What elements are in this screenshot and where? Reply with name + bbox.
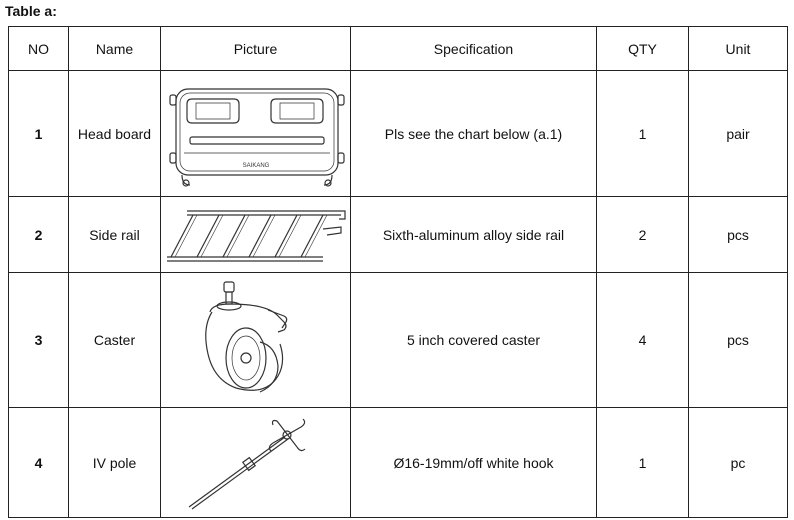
row-specification: 5 inch covered caster — [350, 272, 597, 408]
row-unit: pair — [688, 70, 788, 197]
row-number: 3 — [8, 272, 69, 408]
iv-pole-drawing — [188, 418, 305, 509]
header-row: NO Name Picture Specification QTY Unit — [8, 26, 788, 71]
side-rail-drawing — [166, 209, 346, 262]
row-picture — [160, 272, 351, 408]
row-unit: pc — [688, 407, 788, 518]
row-picture — [160, 196, 351, 273]
row-qty: 1 — [596, 407, 689, 518]
head-board-drawing: SAIKANG — [168, 87, 345, 187]
header-qty: QTY — [596, 26, 689, 71]
row-name: IV pole — [68, 407, 161, 518]
header-picture: Picture — [160, 26, 351, 71]
table-caption: Table a: — [5, 3, 57, 19]
row-picture — [160, 407, 351, 518]
row-name: Head board — [68, 70, 161, 197]
caster-drawing — [204, 281, 287, 393]
header-name: Name — [68, 26, 161, 71]
row-specification: Sixth-aluminum alloy side rail — [350, 196, 597, 273]
row-qty: 1 — [596, 70, 689, 197]
table-row: 1 Head board — [8, 70, 788, 197]
row-qty: 2 — [596, 196, 689, 273]
row-name: Side rail — [68, 196, 161, 273]
row-number: 1 — [8, 70, 69, 197]
row-picture: SAIKANG — [160, 70, 351, 197]
row-unit: pcs — [688, 196, 788, 273]
row-name: Caster — [68, 272, 161, 408]
table-row: 2 Side rail — [8, 196, 788, 273]
brand-label: SAIKANG — [242, 163, 269, 169]
row-qty: 4 — [596, 272, 689, 408]
row-number: 2 — [8, 196, 69, 273]
parts-table: NO Name Picture Specification QTY Unit 1… — [8, 26, 788, 518]
row-specification: Pls see the chart below (a.1) — [350, 70, 597, 197]
table-row: 3 Caster — [8, 272, 788, 408]
row-unit: pcs — [688, 272, 788, 408]
header-no: NO — [8, 26, 69, 71]
table-row: 4 IV pole — [8, 407, 788, 518]
row-number: 4 — [8, 407, 69, 518]
row-specification: Ø16-19mm/off white hook — [350, 407, 597, 518]
header-specification: Specification — [350, 26, 597, 71]
header-unit: Unit — [688, 26, 788, 71]
